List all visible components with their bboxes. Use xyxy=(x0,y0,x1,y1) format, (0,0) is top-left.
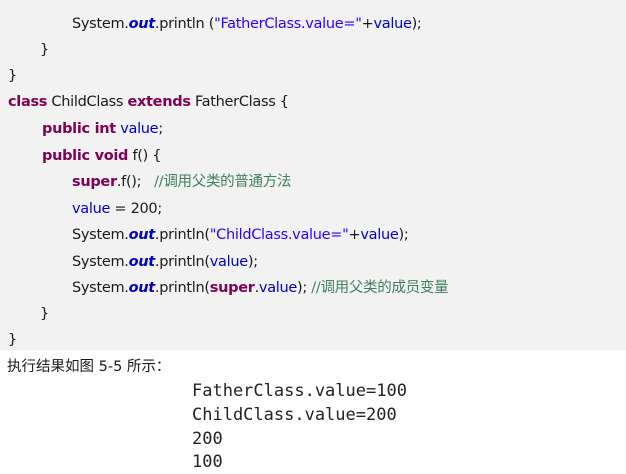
code-text: ); xyxy=(411,16,422,32)
output-line: 200 xyxy=(192,429,223,449)
code-text: ChildClass xyxy=(47,94,128,110)
code-static-field: out xyxy=(128,254,156,270)
code-line-close-brace: } xyxy=(40,302,49,326)
code-field: value xyxy=(72,201,111,217)
code-comment: //调用父类的成员变量 xyxy=(311,280,449,296)
code-text: } xyxy=(8,332,17,348)
code-line-close-brace: } xyxy=(8,64,17,88)
code-keyword: class xyxy=(8,94,48,110)
code-text: + xyxy=(348,227,361,243)
output-line: 100 xyxy=(192,452,223,472)
code-text: } xyxy=(8,68,17,84)
code-keyword: public int xyxy=(42,121,116,137)
code-line-println-value: System.out.println(value); xyxy=(72,250,258,274)
code-text: .f(); xyxy=(116,174,155,190)
code-keyword: super xyxy=(72,174,117,190)
code-text: FatherClass { xyxy=(190,94,289,110)
code-line-println-father: System.out.println ("FatherClass.value="… xyxy=(72,12,422,36)
output-line: FatherClass.value=100 xyxy=(192,381,407,401)
code-line-close-brace: } xyxy=(40,38,49,62)
code-text: ); xyxy=(398,227,409,243)
code-keyword: extends xyxy=(127,94,191,110)
code-static-field: out xyxy=(128,227,156,243)
code-keyword: public void xyxy=(42,148,129,164)
code-block: System.out.println ("FatherClass.value="… xyxy=(0,0,626,350)
code-line-println-child: System.out.println("ChildClass.value="+v… xyxy=(72,223,409,247)
code-line-println-super-value: System.out.println(super.value); //调用父类的… xyxy=(72,276,449,300)
code-text: System. xyxy=(72,16,129,32)
code-field: value xyxy=(258,280,298,296)
code-text: ; xyxy=(158,121,163,137)
code-line-close-brace: } xyxy=(8,328,17,352)
code-text: System. xyxy=(72,280,129,296)
code-text: .println( xyxy=(154,254,210,270)
code-text: ); xyxy=(297,280,312,296)
code-string: "ChildClass.value=" xyxy=(209,227,349,243)
code-text: System. xyxy=(72,227,129,243)
code-string: "FatherClass.value=" xyxy=(214,16,362,32)
result-caption: 执行结果如图 5-5 所示： xyxy=(7,359,171,375)
code-text: . xyxy=(254,280,260,296)
code-text: .println ( xyxy=(154,16,215,32)
code-text: .println( xyxy=(154,227,210,243)
code-text: } xyxy=(40,42,49,58)
code-static-field: out xyxy=(128,16,156,32)
output-line: ChildClass.value=200 xyxy=(192,405,397,425)
code-text: .println( xyxy=(154,280,210,296)
code-field: value xyxy=(373,16,412,32)
code-line-class-decl: class ChildClass extends FatherClass { xyxy=(8,90,289,114)
code-text: ); xyxy=(247,254,258,270)
code-keyword: super xyxy=(209,280,255,296)
code-line-method-decl: public void f() { xyxy=(42,144,162,168)
code-line-super-call: super.f(); //调用父类的普通方法 xyxy=(72,170,291,194)
code-line-field-decl: public int value; xyxy=(42,117,163,141)
code-text: + xyxy=(361,16,374,32)
code-text: = 200; xyxy=(110,201,162,217)
code-field: value xyxy=(360,227,399,243)
code-text: } xyxy=(40,306,49,322)
code-comment: //调用父类的普通方法 xyxy=(154,174,292,190)
code-field: value xyxy=(115,121,159,137)
code-text: f() { xyxy=(128,148,162,164)
code-line-assign: value = 200; xyxy=(72,197,162,221)
code-static-field: out xyxy=(128,280,156,296)
code-text: System. xyxy=(72,254,129,270)
code-field: value xyxy=(209,254,248,270)
